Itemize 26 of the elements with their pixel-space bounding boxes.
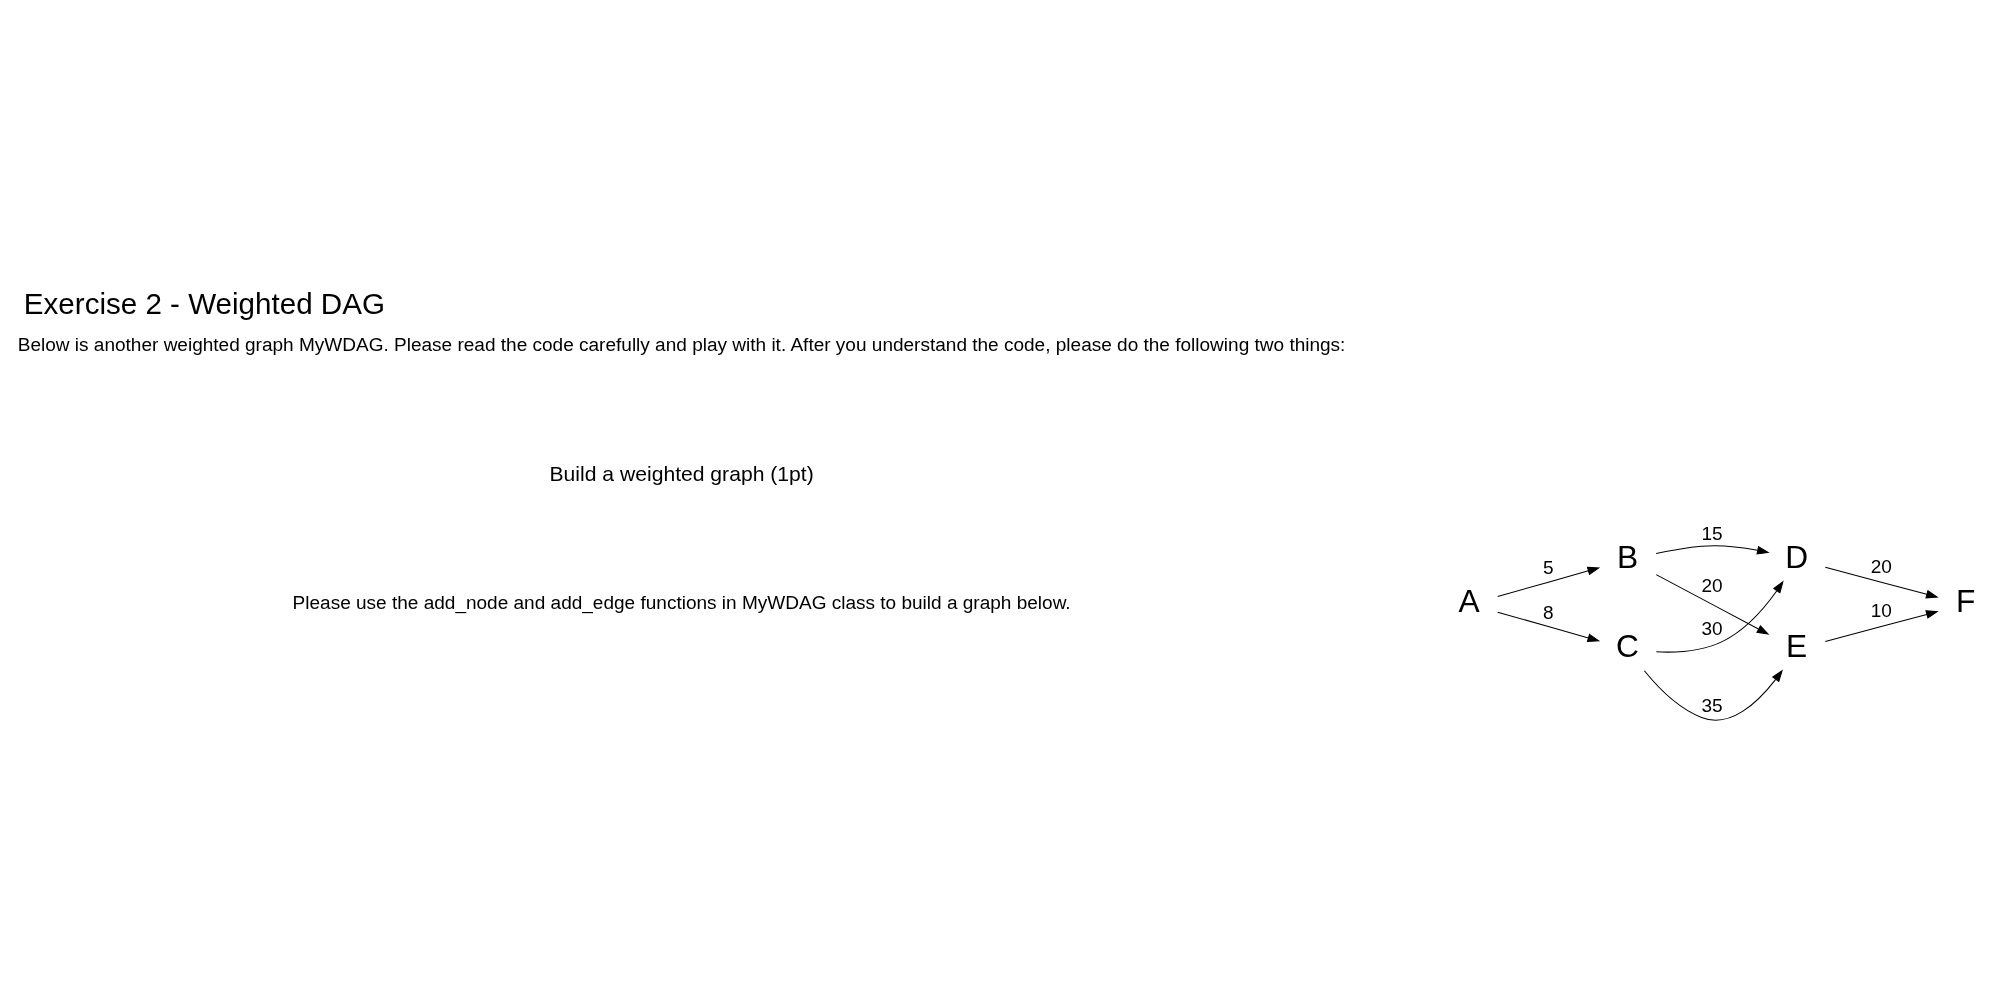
arrow	[1655, 573, 1769, 635]
arrow	[1655, 580, 1784, 653]
node-text: E	[1785, 627, 1807, 664]
edge-label: 5	[1542, 556, 1554, 578]
node-text: D	[1784, 538, 1808, 575]
arrow	[1824, 609, 1939, 642]
node-text: A	[1457, 582, 1480, 619]
arrow	[1655, 544, 1770, 555]
edge-label: 35	[1701, 694, 1723, 716]
edge-label: 20	[1701, 574, 1723, 596]
label: Build a weighted graph (1pt)	[548, 461, 814, 485]
node-text: B	[1616, 538, 1638, 575]
arrow	[1643, 668, 1783, 721]
edge-label: 10	[1870, 599, 1892, 621]
arrow	[1496, 566, 1600, 597]
diagram-title: Exercise 2 - Weighted DAG	[23, 286, 385, 320]
edge-label: 15	[1701, 522, 1723, 544]
arrow	[1824, 566, 1939, 598]
node-text: C	[1615, 627, 1639, 664]
edge-label: 30	[1701, 617, 1723, 639]
label: Below is another weighted graph MyWDAG. Please read the code carefully and play with it. After you understand the code, please do the following two things:	[17, 333, 1345, 355]
node-text: F	[1955, 582, 1975, 619]
label: Please use the add_node and add_edge functions in MyWDAG class to build a graph below.	[292, 591, 1071, 613]
edge-label: 20	[1870, 555, 1892, 577]
arrow	[1496, 611, 1600, 642]
edge-label: 8	[1542, 601, 1554, 623]
